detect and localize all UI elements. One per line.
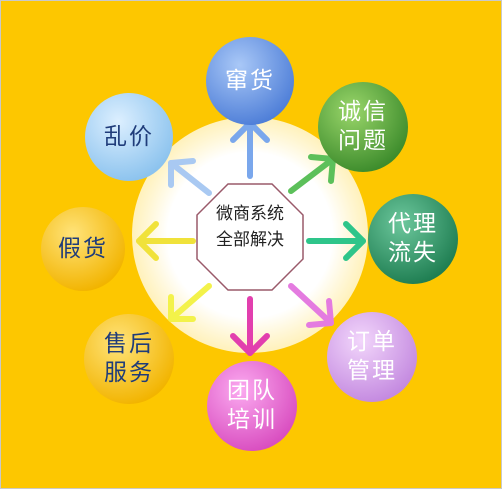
bubble-order-mgmt: [327, 312, 417, 402]
arrow-to-price-chaos: [168, 158, 212, 196]
topic-integrity-label: 诚信 问题: [338, 99, 388, 154]
arrow-to-agent-loss: [306, 221, 366, 261]
topic-after-sales-label: 售后 服务: [104, 331, 154, 386]
topic-agent-loss: 代理 流失: [368, 194, 458, 284]
arrow-to-order-mgmt: [288, 283, 334, 328]
hub-label: 微商系统 全部解决: [195, 201, 305, 253]
topic-order-mgmt-label: 订单 管理: [347, 329, 397, 384]
bubble-integrity: [318, 82, 408, 172]
topic-counterfeit: 假货: [41, 207, 125, 291]
arrow-to-counterfeit: [136, 221, 196, 261]
topic-integrity: 诚信 问题: [318, 82, 408, 172]
topic-order-mgmt: 订单 管理: [327, 312, 417, 402]
topic-agent-loss-label: 代理 流失: [388, 211, 438, 266]
topic-after-sales: 售后 服务: [84, 314, 174, 404]
topic-hoarding: 窜货: [206, 37, 294, 125]
arrow-to-team-training: [230, 296, 270, 356]
bubble-after-sales: [84, 314, 174, 404]
bubble-counterfeit: [41, 207, 125, 291]
bubble-hoarding: [206, 37, 294, 125]
topic-counterfeit-label: 假货: [58, 235, 108, 262]
bubble-agent-loss: [368, 194, 458, 284]
bubble-price-chaos: [85, 93, 173, 181]
hub-line-1: 微商系统: [216, 204, 284, 224]
bubble-team-training: [207, 361, 297, 451]
topic-price-chaos: 乱价: [85, 93, 173, 181]
arrow-to-after-sales: [168, 283, 212, 322]
topic-price-chaos-label: 乱价: [104, 123, 154, 150]
topic-team-training: 团队 培训: [207, 361, 297, 451]
hub-octagon: [196, 183, 304, 291]
topic-hoarding-label: 窜货: [225, 67, 275, 94]
topic-team-training-label: 团队 培训: [227, 378, 277, 433]
hub-line-2: 全部解决: [216, 230, 284, 250]
topic-bubbles: [41, 37, 458, 451]
